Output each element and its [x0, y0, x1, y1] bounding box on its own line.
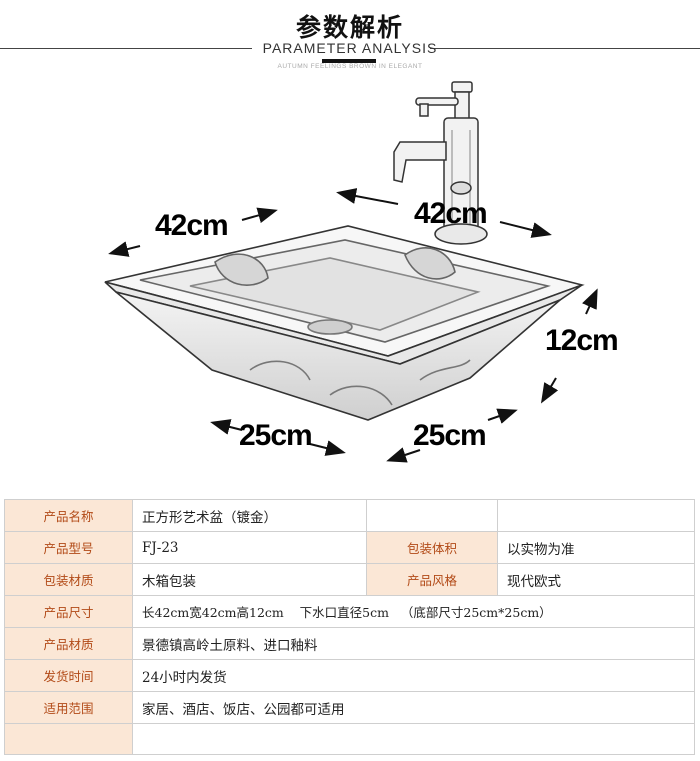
spec-value: 以实物为准: [497, 531, 695, 564]
table-row: 产品型号 FJ-23 包装体积 以实物为准: [4, 531, 695, 564]
spec-value: 景德镇高岭土原料、进口釉料: [132, 627, 695, 660]
table-row: 产品材质 景德镇高岭土原料、进口釉料: [4, 627, 695, 660]
spec-value: FJ-23: [132, 531, 367, 564]
header-rule-right: [430, 48, 700, 49]
spec-key: 产品名称: [4, 499, 133, 532]
spec-key: [4, 723, 133, 755]
spec-key: 发货时间: [4, 659, 133, 692]
spec-key: 产品材质: [4, 627, 133, 660]
dimension-top-right-label: 42cm: [414, 197, 488, 230]
faucet-icon: [393, 81, 488, 245]
spec-value: 24小时内发货: [132, 659, 695, 692]
page-title-english: PARAMETER ANALYSIS: [262, 40, 438, 56]
dimension-bottom-left-label: 25cm: [239, 419, 313, 452]
spec-key: 产品风格: [366, 563, 498, 596]
spec-value-empty: [366, 499, 498, 532]
spec-value: 正方形艺术盆（镀金）: [132, 499, 367, 532]
header-rule-left: [0, 48, 252, 49]
dimension-arrows: [108, 188, 598, 463]
table-row: [4, 723, 695, 755]
page-subtitle: AUTUMN FEELINGS BROWN IN ELEGANT: [277, 63, 423, 70]
spec-key: 适用范围: [4, 691, 133, 724]
dimension-bottom-right-label: 25cm: [413, 419, 487, 452]
product-illustration: 42cm 42cm 12cm 25cm 25cm: [0, 78, 700, 478]
table-row: 产品尺寸 长42cm宽42cm高12cm 下水口直径5cm （底部尺寸25cm*…: [4, 595, 695, 628]
spec-value-empty: [132, 723, 695, 755]
table-row: 适用范围 家居、酒店、饭店、公园都可适用: [4, 691, 695, 724]
spec-value: 木箱包装: [132, 563, 367, 596]
basin-sketch: [104, 81, 598, 463]
spec-value: 现代欧式: [497, 563, 695, 596]
table-row: 发货时间 24小时内发货: [4, 659, 695, 692]
spec-key: 产品尺寸: [4, 595, 133, 628]
spec-key: 包装体积: [366, 531, 498, 564]
dimension-height-label: 12cm: [545, 324, 619, 357]
spec-value: 家居、酒店、饭店、公园都可适用: [132, 691, 695, 724]
spec-key: 包装材质: [4, 563, 133, 596]
basin-body: [104, 225, 585, 421]
title-accent-bar: [322, 59, 376, 63]
spec-value: 长42cm宽42cm高12cm 下水口直径5cm （底部尺寸25cm*25cm）: [132, 595, 695, 628]
dimension-top-left-label: 42cm: [155, 209, 229, 242]
table-row: 包装材质 木箱包装 产品风格 现代欧式: [4, 563, 695, 596]
spec-table: 产品名称 正方形艺术盆（镀金） 产品型号 FJ-23 包装体积 以实物为准 包装…: [4, 499, 695, 755]
spec-key: 产品型号: [4, 531, 133, 564]
spec-value-empty: [497, 499, 695, 532]
table-row: 产品名称 正方形艺术盆（镀金）: [4, 499, 695, 532]
page-title: 参数解析: [295, 13, 404, 42]
